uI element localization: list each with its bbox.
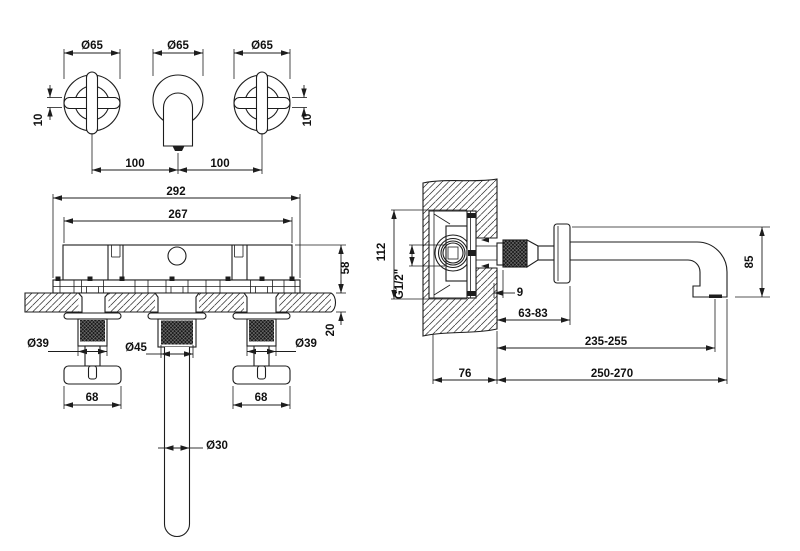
side-view: 112 G1/2" 9 63-83 235-255 76 25 bbox=[376, 178, 770, 384]
dia-right-label: Ø65 bbox=[251, 40, 273, 52]
spout-tube-dia-label: Ø30 bbox=[206, 440, 228, 452]
body-depth-label: 58 bbox=[340, 261, 352, 274]
thickness-left-label: 10 bbox=[33, 114, 45, 127]
screw-top bbox=[467, 213, 476, 218]
handle-lever-center bbox=[152, 74, 204, 151]
top-view-dimensions: Ø65 Ø65 Ø65 10 10 100 100 bbox=[33, 40, 314, 174]
spout-escutcheon bbox=[553, 223, 571, 284]
dia-center-label: Ø65 bbox=[167, 40, 189, 52]
rough-in-height-label: 112 bbox=[376, 243, 388, 262]
rough-in-body bbox=[62, 244, 293, 281]
escutcheon-left bbox=[63, 312, 122, 320]
wall-front bbox=[24, 292, 337, 313]
handle-width-right-label: 68 bbox=[255, 392, 268, 404]
valve-dia-left-label: Ø39 bbox=[27, 338, 49, 350]
body-center-hole bbox=[167, 246, 187, 266]
spout-base-range-label: 63-83 bbox=[518, 308, 547, 320]
escutcheon-center bbox=[147, 312, 207, 320]
spout-base-dia-label: Ø45 bbox=[125, 342, 147, 354]
handle-cross-right bbox=[233, 71, 291, 135]
lever-tip bbox=[172, 146, 185, 151]
screw-center bbox=[468, 250, 476, 256]
face-gap-label: 9 bbox=[517, 287, 523, 299]
spout-unit-center bbox=[147, 292, 207, 538]
knurl-right bbox=[249, 320, 274, 342]
spout-side bbox=[553, 223, 728, 298]
valve-stem-broach bbox=[447, 246, 459, 260]
knurl-center bbox=[161, 320, 193, 345]
knurl-side bbox=[503, 240, 527, 267]
escutcheon-right bbox=[232, 312, 291, 320]
screw-bottom bbox=[467, 291, 476, 296]
thread-size-label: G1/2" bbox=[394, 269, 406, 299]
spout-tube-front bbox=[163, 347, 191, 538]
front-view: 292 267 58 20 Ø39 Ø45 bbox=[24, 186, 352, 538]
front-view-dimensions: 292 267 58 20 Ø39 Ø45 bbox=[27, 186, 352, 452]
spacing-right-label: 100 bbox=[210, 158, 229, 170]
dia-left-label: Ø65 bbox=[81, 40, 103, 52]
valve-side bbox=[433, 210, 557, 299]
wall-side-section bbox=[422, 178, 498, 337]
valve-unit-left bbox=[63, 292, 122, 385]
handle-cross-left bbox=[63, 71, 121, 135]
handle-width-left-label: 68 bbox=[86, 392, 99, 404]
wall-thickness-label: 20 bbox=[325, 324, 337, 337]
drop-height-label: 85 bbox=[744, 255, 756, 268]
top-view: Ø65 Ø65 Ø65 10 10 100 100 bbox=[33, 40, 314, 174]
rough-in-depth-label: 76 bbox=[459, 368, 472, 380]
spout-profile bbox=[569, 241, 728, 298]
body-width-label: 267 bbox=[168, 209, 187, 221]
spacing-left-label: 100 bbox=[125, 158, 144, 170]
mounting-flange bbox=[52, 276, 301, 294]
side-view-dimensions: 112 G1/2" 9 63-83 235-255 76 25 bbox=[376, 209, 770, 384]
thickness-right-label: 10 bbox=[302, 114, 314, 127]
aerator bbox=[709, 294, 722, 298]
knurl-left bbox=[80, 320, 105, 342]
overall-width-label: 292 bbox=[166, 186, 185, 198]
spout-tip-range-label: 235-255 bbox=[585, 336, 628, 348]
valve-dia-right-label: Ø39 bbox=[295, 338, 317, 350]
total-reach-label: 250-270 bbox=[591, 368, 633, 380]
